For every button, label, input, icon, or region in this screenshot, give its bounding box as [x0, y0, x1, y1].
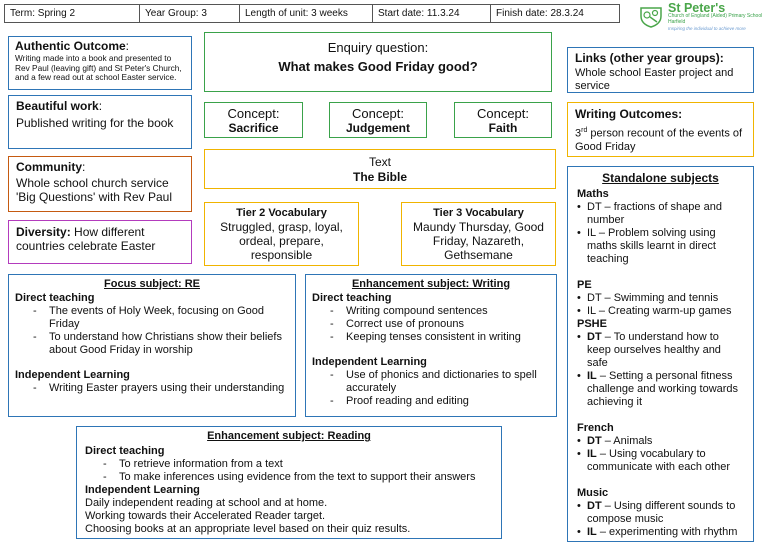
tier3-words: Maundy Thursday, Good Friday, Nazareth, … [413, 220, 544, 262]
concept-box-sacrifice: Concept: Sacrifice [204, 102, 303, 138]
beautiful-work-box: Beautiful work: Published writing for th… [8, 95, 192, 149]
focus-direct-item: The events of Holy Week, focusing on Goo… [15, 305, 289, 331]
pshe-heading: PSHE [577, 318, 607, 330]
authentic-outcome-box: Authentic Outcome: Writing made into a b… [8, 36, 192, 90]
authentic-outcome-text: Writing made into a book and presented t… [15, 53, 182, 83]
logo-subtitle: Church of England (Aided) Primary School… [668, 13, 763, 25]
text-box: Text The Bible [204, 149, 556, 189]
pshe-item-il: IL – Setting a personal fitness challeng… [577, 370, 744, 409]
tier3-vocabulary-box: Tier 3 Vocabulary Maundy Thursday, Good … [401, 202, 556, 266]
reading-line: Working towards their Accelerated Reader… [85, 510, 326, 522]
text-label: Text [368, 155, 391, 169]
standalone-title: Standalone subjects [602, 171, 719, 185]
community-box: Community: Whole school church service '… [8, 156, 192, 212]
beautiful-work-text: Published writing for the book [16, 116, 174, 130]
beautiful-work-heading: Beautiful work: [16, 99, 103, 113]
diversity-text: Diversity: How different countries celeb… [16, 225, 156, 253]
writing-independent-item: Use of phonics and dictionaries to spell… [312, 369, 550, 395]
focus-direct-item: To understand how Christians show their … [15, 331, 289, 357]
maths-heading: Maths [577, 188, 609, 200]
text-value: The Bible [352, 170, 407, 184]
french-item-il: IL – Using vocabulary to communicate wit… [577, 448, 744, 474]
maths-item-il: IL – Problem solving using maths skills … [577, 227, 744, 266]
logo-title: St Peter's [668, 1, 726, 15]
music-item-dt: DT – Using different sounds to compose m… [577, 500, 744, 526]
links-heading: Links (other year groups): [575, 51, 724, 65]
start-date-cell: Start date: 11.3.24 [373, 5, 491, 22]
enquiry-question: What makes Good Friday good? [278, 59, 478, 74]
reading-direct-heading: Direct teaching [85, 445, 165, 457]
reading-independent-heading: Independent Learning [85, 484, 200, 496]
writing-direct-item: Writing compound sentences [312, 305, 550, 318]
links-box: Links (other year groups): Whole school … [567, 47, 754, 93]
enquiry-label: Enquiry question: [327, 40, 429, 55]
reading-line: Choosing books at an appropriate level b… [85, 523, 411, 535]
pe-item-il: IL – Creating warm-up games [577, 305, 744, 318]
reading-direct-item: To make inferences using evidence from t… [85, 471, 493, 484]
length-cell: Length of unit: 3 weeks [240, 5, 373, 22]
writing-outcomes-heading: Writing Outcomes: [575, 107, 683, 121]
pe-item-dt: DT – Swimming and tennis [577, 292, 744, 305]
finish-date-cell: Finish date: 28.3.24 [496, 8, 584, 19]
reading-line: Daily independent reading at school and … [85, 497, 328, 509]
writing-direct-item: Keeping tenses consistent in writing [312, 331, 550, 344]
diversity-box: Diversity: How different countries celeb… [8, 220, 192, 264]
writing-direct-heading: Direct teaching [312, 292, 392, 304]
writing-outcomes-box: Writing Outcomes: 3rd person recount of … [567, 102, 754, 157]
writing-direct-item: Correct use of pronouns [312, 318, 550, 331]
maths-item-dt: DT – fractions of shape and number [577, 201, 744, 227]
tier3-title: Tier 3 Vocabulary [433, 207, 524, 219]
tier2-vocabulary-box: Tier 2 Vocabulary Struggled, grasp, loya… [204, 202, 359, 266]
standalone-subjects-box: Standalone subjects Maths DT – fractions… [567, 166, 754, 542]
community-text: Whole school church service 'Big Questio… [16, 176, 172, 204]
focus-subject-re-box: Focus subject: RE Direct teaching The ev… [8, 274, 296, 417]
pshe-item-dt: DT – To understand how to keep ourselves… [577, 331, 744, 370]
unit-header-table: Term: Spring 2 Year Group: 3 Length of u… [4, 4, 620, 23]
focus-independent-heading: Independent Learning [15, 369, 130, 381]
music-heading: Music [577, 487, 609, 499]
music-item-il: IL – experimenting with rhythm [577, 526, 744, 539]
tier2-title: Tier 2 Vocabulary [236, 207, 327, 219]
year-group-cell: Year Group: 3 [140, 5, 240, 22]
reading-subject-title: Enhancement subject: Reading [207, 430, 371, 442]
community-heading: Community: [16, 160, 86, 174]
writing-independent-heading: Independent Learning [312, 356, 427, 368]
french-item-dt: DT – Animals [577, 435, 744, 448]
writing-independent-item: Proof reading and editing [312, 395, 550, 408]
enhancement-writing-box: Enhancement subject: Writing Direct teac… [305, 274, 557, 417]
enhancement-reading-box: Enhancement subject: Reading Direct teac… [76, 426, 502, 539]
logo-tagline: Inspiring the individual to achieve more [668, 26, 746, 31]
school-crest-icon [640, 7, 662, 28]
reading-direct-item: To retrieve information from a text [85, 458, 493, 471]
enquiry-question-box: Enquiry question: What makes Good Friday… [204, 32, 552, 92]
links-text: Whole school Easter project and service [575, 67, 734, 92]
focus-independent-item: Writing Easter prayers using their under… [15, 382, 289, 395]
authentic-outcome-heading: Authentic Outcome: [15, 39, 130, 53]
pe-heading: PE [577, 279, 592, 291]
tier2-words: Struggled, grasp, loyal, ordeal, prepare… [220, 220, 343, 262]
french-heading: French [577, 422, 614, 434]
term-cell: Term: Spring 2 [5, 5, 140, 22]
writing-subject-title: Enhancement subject: Writing [351, 278, 511, 290]
writing-outcomes-text: 3rd person recount of the events of Good… [575, 127, 743, 153]
school-logo: St Peter's Church of England (Aided) Pri… [638, 1, 764, 33]
focus-direct-heading: Direct teaching [15, 292, 95, 304]
concept-box-judgement: Concept: Judgement [329, 102, 427, 138]
focus-subject-title: Focus subject: RE [104, 278, 200, 290]
concept-box-faith: Concept: Faith [454, 102, 552, 138]
